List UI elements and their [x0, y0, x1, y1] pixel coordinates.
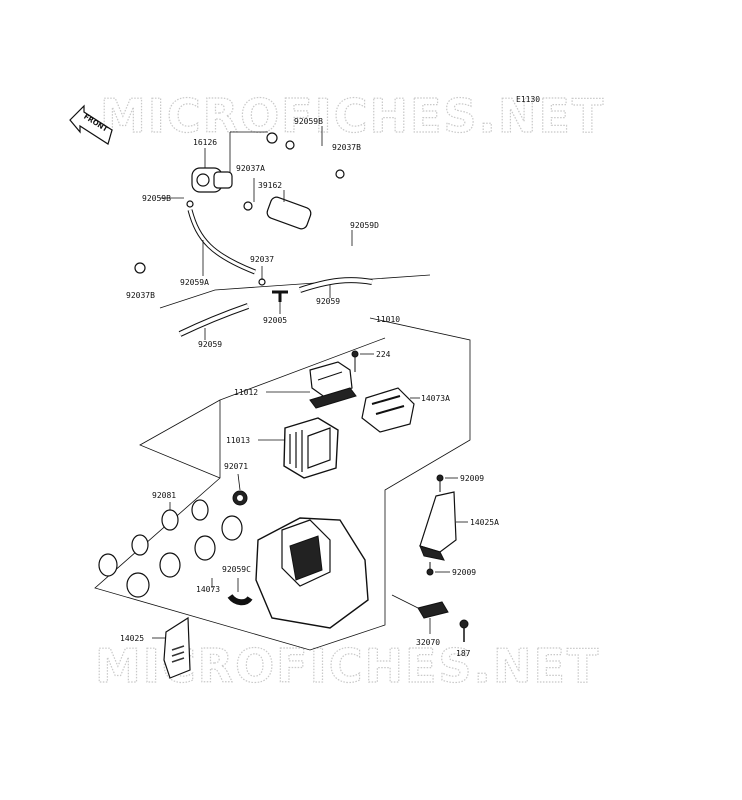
part-92081-clamp-rings: [98, 499, 209, 577]
part-224-screw: [351, 350, 359, 372]
watermark-top: MICROFICHES.NET: [100, 89, 605, 143]
label-92005: 92005: [263, 316, 287, 325]
part-92037A-clamp: [243, 201, 253, 211]
label-187: 187: [456, 649, 471, 658]
label-92081: 92081: [152, 491, 176, 500]
part-92059A-hose: [187, 209, 256, 275]
label-92059D: 92059D: [350, 221, 379, 230]
label-14025: 14025: [120, 634, 144, 643]
label-14025A: 14025A: [470, 518, 499, 527]
airbox-group-outline: [94, 317, 471, 651]
label-224: 224: [376, 350, 391, 359]
label-92037: 92037: [250, 255, 274, 264]
part-187-bolt: [459, 619, 469, 642]
label-92037A: 92037A: [236, 164, 265, 173]
label-92059-right: 92059: [316, 297, 340, 306]
part-92009-screw-bottom: [426, 562, 434, 576]
label-92059C: 92059C: [222, 565, 251, 574]
part-14073-ducts: [126, 515, 243, 598]
part-11013-element: [283, 417, 339, 479]
label-92009-bottom: 92009: [452, 568, 476, 577]
label-92071: 92071: [224, 462, 248, 471]
label-92059B-top: 92059B: [294, 117, 323, 126]
label-92037B-left: 92037B: [126, 291, 155, 300]
part-14073A-duct: [361, 387, 415, 433]
part-92005-tee: [272, 290, 288, 302]
label-32070: 32070: [416, 638, 440, 647]
label-39162: 39162: [258, 181, 282, 190]
label-14073: 14073: [196, 585, 220, 594]
figure-code: E1130: [516, 95, 540, 104]
part-92037B-clamp-left: [134, 262, 146, 274]
label-11010: 11010: [376, 315, 400, 324]
part-11012-bracket: [309, 361, 357, 409]
part-92037B-clamp-top: [335, 169, 345, 179]
label-92009-top: 92009: [460, 474, 484, 483]
part-92037A-clamp-top: [266, 132, 278, 144]
part-92059C-elbow: [227, 593, 253, 606]
part-airbox-case: [255, 517, 369, 629]
label-11013: 11013: [226, 436, 250, 445]
part-16126-valve: [191, 167, 233, 193]
part-14025A-cover: [419, 491, 457, 561]
label-92059B-left: 92059B: [142, 194, 171, 203]
part-92071-grommet: [232, 490, 248, 506]
label-92059A: 92059A: [180, 278, 209, 287]
part-39162-filter: [266, 196, 312, 230]
label-14073A: 14073A: [421, 394, 450, 403]
label-16126: 16126: [193, 138, 217, 147]
label-92059-left: 92059: [198, 340, 222, 349]
label-11012: 11012: [234, 388, 258, 397]
part-92009-screw-top: [436, 474, 444, 492]
part-32070-bracket: [417, 601, 449, 619]
label-92037B-top: 92037B: [332, 143, 361, 152]
part-14025-side-cover: [163, 616, 191, 679]
